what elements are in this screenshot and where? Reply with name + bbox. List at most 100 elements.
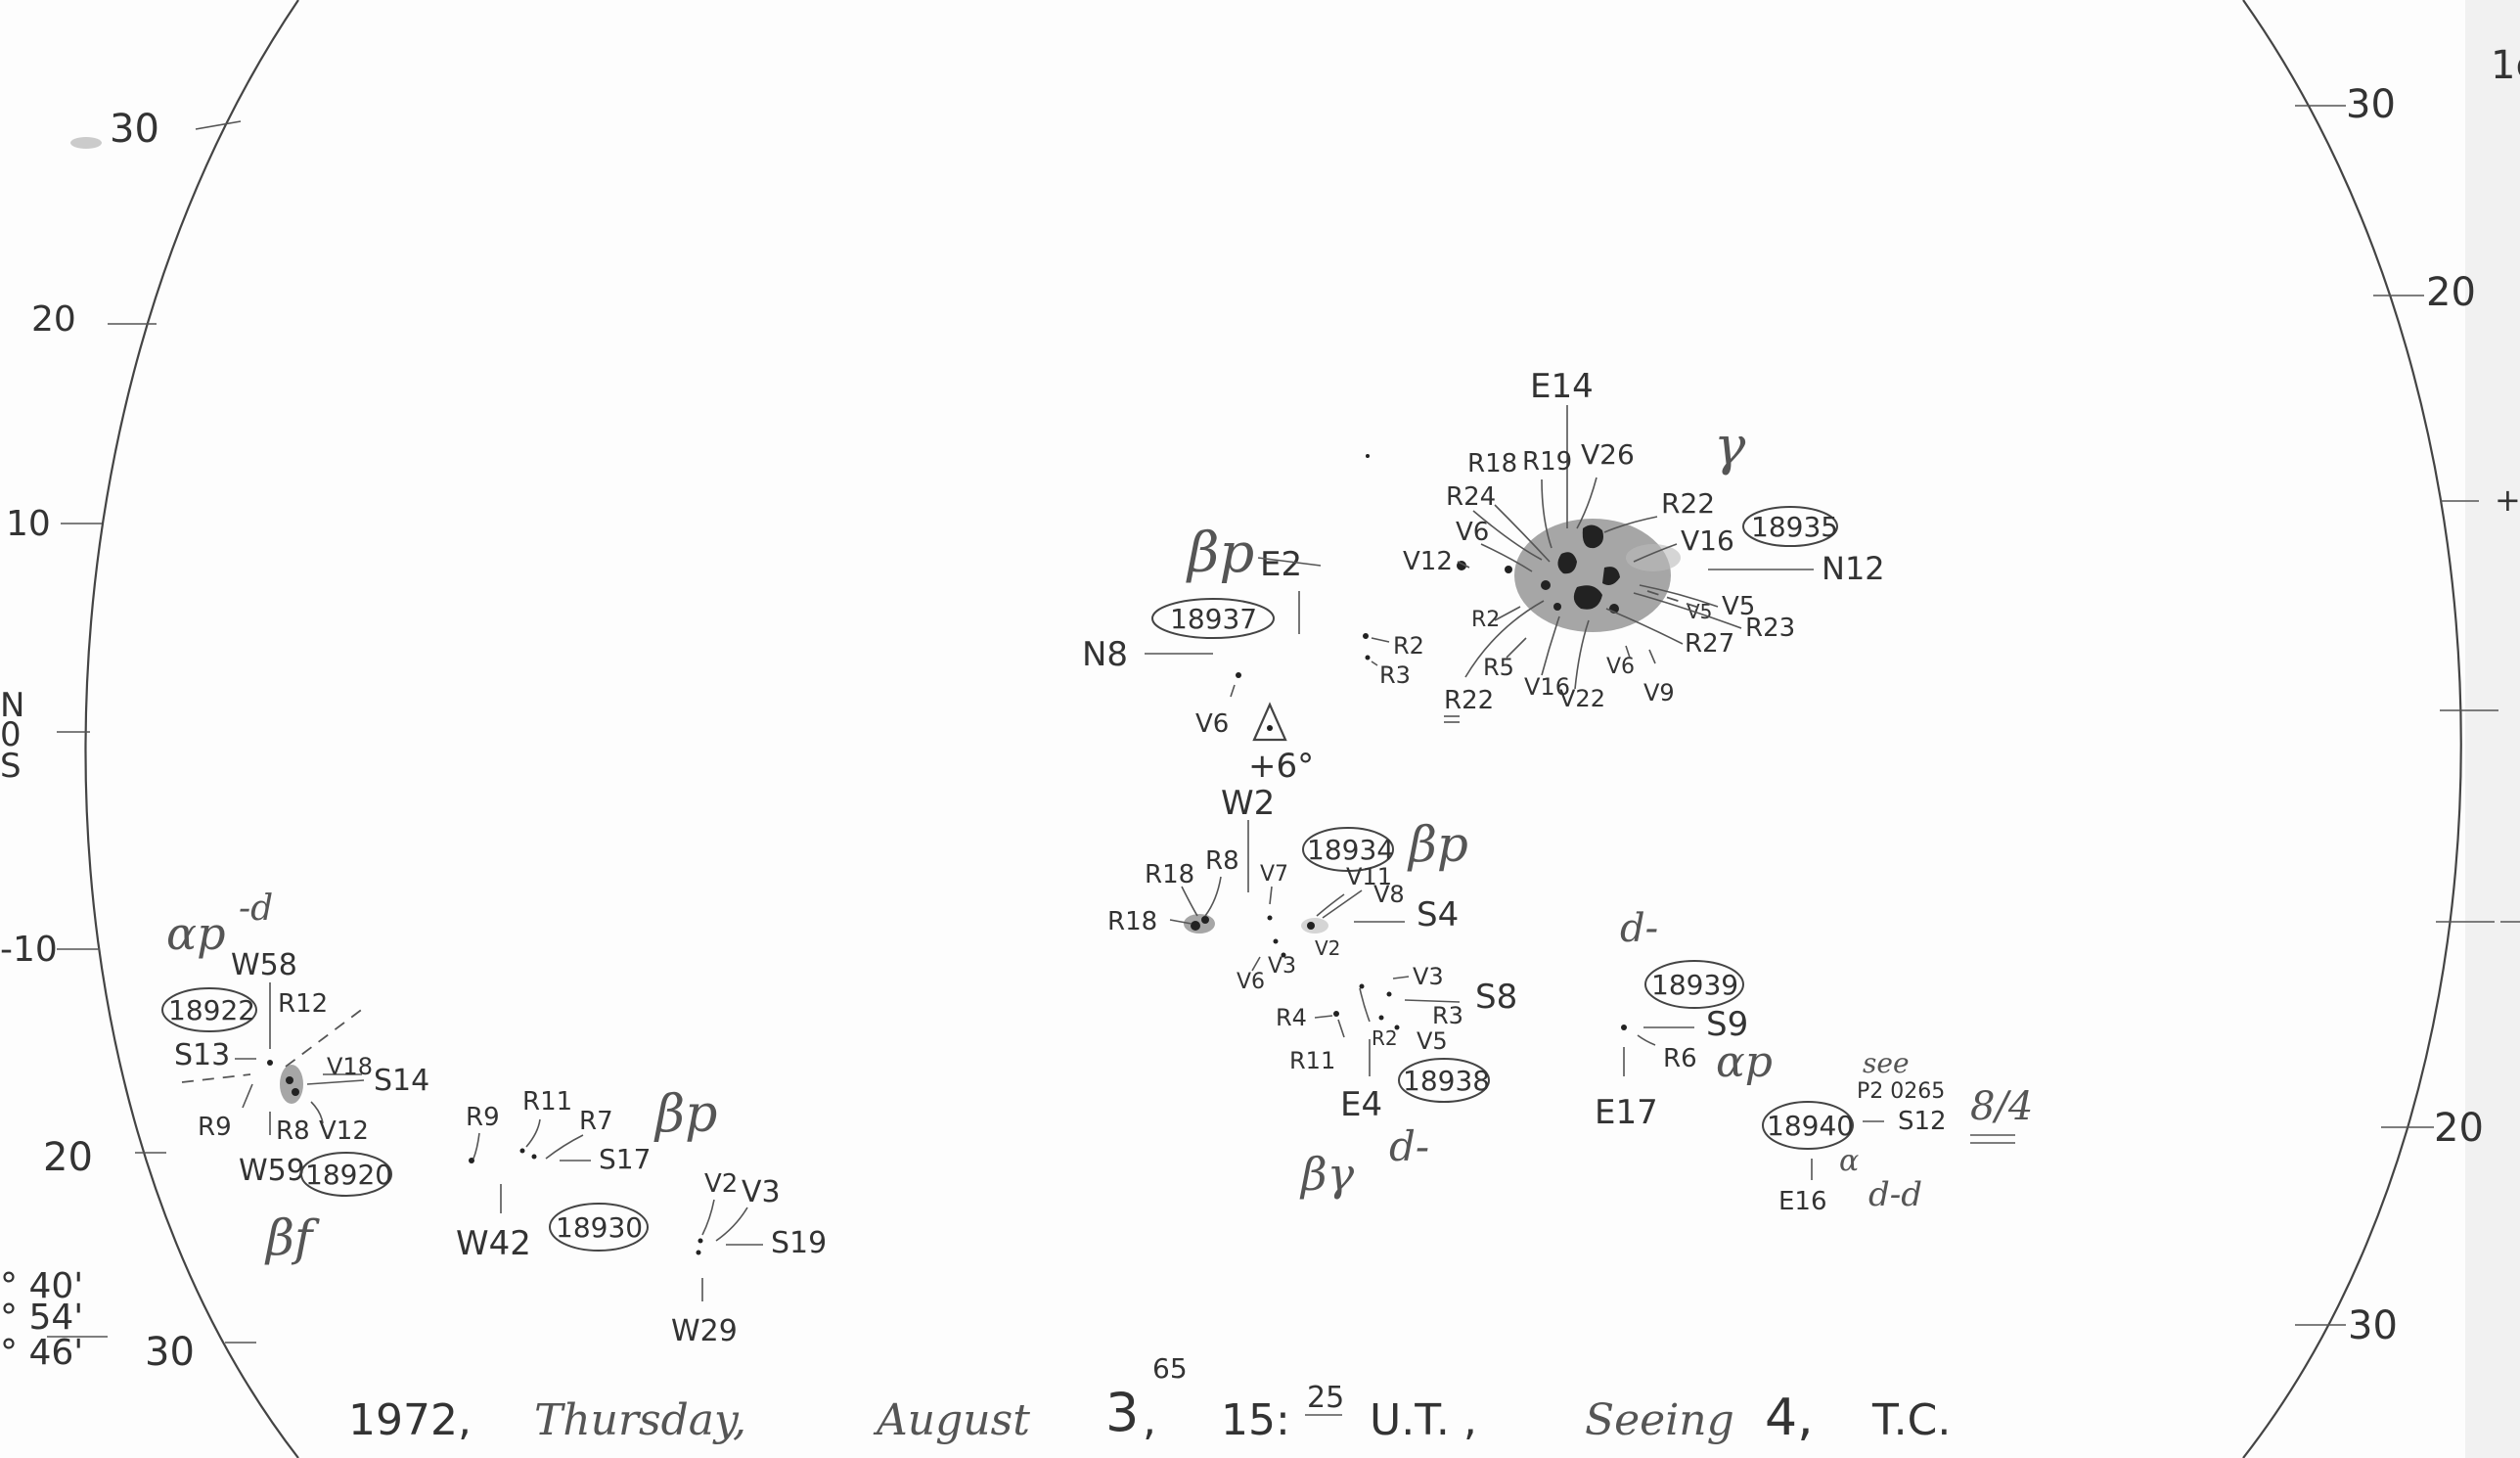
footer-year: 1972,	[348, 1395, 472, 1445]
pos-w58: W58	[231, 948, 297, 982]
pos-e16: E16	[1778, 1187, 1827, 1216]
svg-text:V2: V2	[704, 1169, 738, 1199]
svg-text:R8: R8	[276, 1116, 310, 1146]
umbra-18935-b	[1557, 552, 1577, 574]
svg-text:R2: R2	[1393, 632, 1424, 660]
svg-text:V26: V26	[1581, 438, 1635, 471]
svg-text:R5: R5	[1483, 654, 1514, 681]
edge-mark-1c: 1c	[2491, 43, 2520, 88]
umbra-18935-d	[1602, 567, 1620, 585]
class-beta-f-18920: βf	[264, 1209, 320, 1266]
svg-text:R8: R8	[1205, 846, 1239, 876]
svg-text:R6: R6	[1663, 1044, 1697, 1073]
svg-text:V11: V11	[1346, 863, 1392, 890]
svg-text:R9: R9	[198, 1113, 232, 1142]
lat-label-left-minus10: -10	[0, 930, 58, 970]
pos-s19: S19	[771, 1226, 827, 1260]
pos-s9: S9	[1706, 1005, 1748, 1044]
svg-text:R3: R3	[1432, 1002, 1463, 1029]
class2-18940: d-d	[1868, 1175, 1922, 1214]
lat-label-left-20s: 20	[43, 1135, 93, 1180]
footer-time: 15:	[1221, 1395, 1290, 1445]
svg-text:R23: R23	[1745, 614, 1795, 643]
region-18937: βp E2 18937 N8 V6 R2 R3	[1082, 522, 1424, 739]
region-18922: αp -d W58 18922 R12 S13 V18 S14 R9 R8 V1…	[161, 888, 429, 1146]
region-number-oval-18937	[1151, 598, 1275, 639]
class-beta-p-18930: βp	[653, 1085, 717, 1144]
right-latitude-scale: 30 20 20 30 1c +	[2295, 43, 2520, 1348]
class-gamma: γ	[1714, 415, 1746, 477]
svg-text:R11: R11	[522, 1087, 572, 1116]
pos-w29: W29	[671, 1314, 738, 1348]
region-number-18937: 18937	[1170, 603, 1257, 635]
footer-date-sup: 65	[1152, 1352, 1188, 1385]
region-number-oval-18939	[1644, 960, 1744, 1009]
svg-text:R7: R7	[579, 1107, 613, 1136]
svg-text:V6: V6	[1195, 709, 1229, 739]
svg-text:V6: V6	[1237, 970, 1265, 994]
coord-1: ° 40'	[0, 1266, 83, 1306]
stray-dot	[1366, 454, 1370, 458]
pos-w59: W59	[239, 1154, 305, 1188]
note-p2-0265: P2 0265	[1857, 1079, 1945, 1104]
region-18934: 18934 βp R18 R8 V7 V11 V8 R18 V2 V6 V3 S…	[1107, 816, 1468, 994]
svg-text:V8: V8	[1373, 881, 1405, 908]
equator-n: N	[0, 686, 24, 725]
class-top-18939: d-	[1620, 906, 1658, 951]
footer-time-sup: 25	[1307, 1381, 1344, 1415]
region-18930: R9 R11 R7 S17 βp W42 18930	[456, 1085, 717, 1263]
region-number-oval-18935	[1742, 506, 1838, 547]
smudge	[70, 137, 102, 149]
lat-label-right-30s: 30	[2348, 1303, 2398, 1348]
class-beta-p-18934: βp	[1407, 816, 1468, 873]
svg-text:R18: R18	[1145, 860, 1194, 889]
svg-text:V3: V3	[1413, 963, 1444, 990]
region-number-18922: 18922	[168, 994, 255, 1026]
svg-text:V5: V5	[1722, 592, 1755, 621]
region-number-18930: 18930	[556, 1211, 643, 1244]
umbra-18935-c	[1573, 585, 1602, 610]
region-18935: E14 γ R18 R19 V26 R24 V6 R22 V16 V12 R2 …	[1403, 367, 1885, 723]
svg-text:V3: V3	[742, 1175, 781, 1209]
svg-text:R24: R24	[1446, 482, 1496, 512]
pos-s14: S14	[374, 1064, 429, 1098]
svg-text:R3: R3	[1379, 661, 1411, 689]
svg-text:V5: V5	[1417, 1027, 1448, 1055]
lat-label-right-30: 30	[2346, 82, 2396, 127]
svg-text:V9: V9	[1643, 679, 1675, 706]
pos-e2: E2	[1260, 545, 1302, 584]
pos-s12: S12	[1898, 1107, 1947, 1136]
coord-2: ° 54'	[0, 1298, 83, 1338]
pos-n12: N12	[1822, 550, 1885, 587]
pos-s8: S8	[1475, 978, 1517, 1017]
lat-label-right-20s: 20	[2434, 1106, 2484, 1151]
footer-day: Thursday,	[534, 1395, 746, 1445]
region-18940: see P2 0265 18940 S12 E16 α d-d 8/4	[1762, 1047, 2033, 1216]
class-alpha-p-18922: αp	[166, 907, 226, 960]
footer-ut: U.T. ,	[1370, 1395, 1477, 1445]
footer-observer: T.C.	[1871, 1395, 1951, 1445]
equator-s: S	[0, 747, 22, 786]
footer-date: 3	[1105, 1382, 1139, 1443]
footer-date-comma: ,	[1143, 1395, 1156, 1445]
center-offset: +6°	[1248, 747, 1314, 786]
svg-text:R2: R2	[1372, 1026, 1398, 1050]
class-beta-gamma-18938: βγ	[1299, 1148, 1355, 1201]
solar-limb-left	[84, 0, 299, 1458]
svg-text:V3: V3	[1268, 954, 1296, 979]
region-number-18934: 18934	[1307, 834, 1394, 866]
region-number-18935: 18935	[1751, 511, 1838, 543]
svg-text:V12: V12	[319, 1116, 369, 1146]
svg-text:R12: R12	[278, 989, 328, 1019]
svg-text:V6: V6	[1456, 518, 1489, 547]
coordinate-notes: ° 40' ° 54' ° 46'	[0, 1266, 108, 1373]
svg-text:R11: R11	[1289, 1047, 1335, 1074]
pos-e4: E4	[1340, 1085, 1382, 1124]
svg-text:R9: R9	[466, 1103, 500, 1132]
pos-s4: S4	[1417, 895, 1459, 934]
svg-text:V16: V16	[1524, 673, 1570, 701]
svg-text:V12: V12	[1403, 547, 1453, 576]
region-number-oval-18920	[300, 1152, 392, 1197]
svg-text:R18: R18	[1107, 907, 1157, 936]
region-number-18939: 18939	[1651, 969, 1738, 1001]
